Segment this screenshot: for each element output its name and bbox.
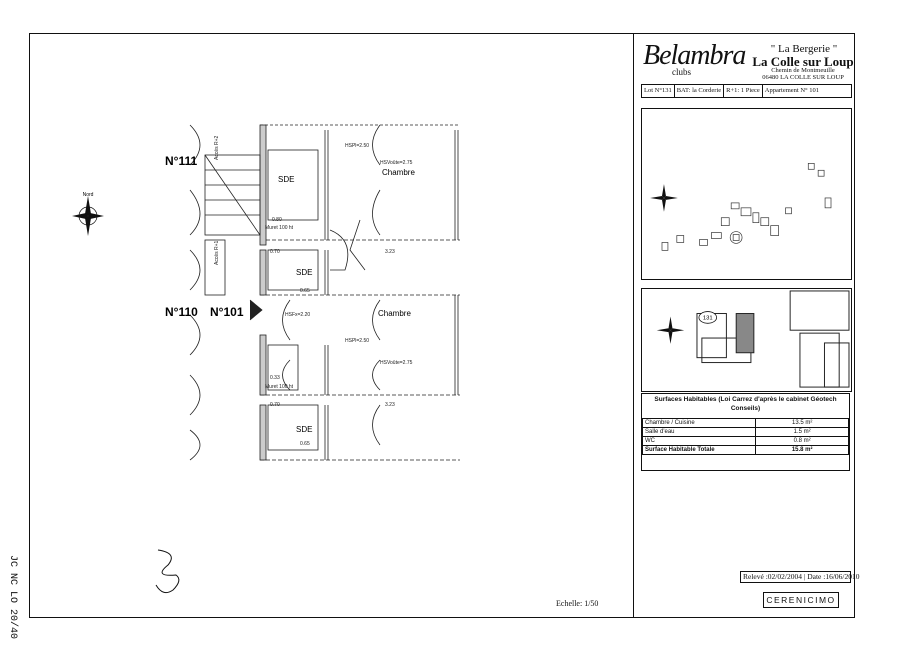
dim-065-1: 0.65 bbox=[300, 288, 310, 294]
surfaces-title: Surfaces Habitables (Loi Carrez d'après … bbox=[654, 396, 837, 412]
dim-hspl-2: HSPl=2.50 bbox=[345, 338, 369, 344]
unit-label-101: N°101 bbox=[210, 305, 244, 319]
company-logo: CERENICIMO bbox=[763, 592, 839, 608]
table-row: Salle d'eau 1.5 m² bbox=[641, 427, 849, 437]
floor-plan: N°111 N°110 N°101 SDE SDE SDE Chambre Ch… bbox=[165, 124, 460, 461]
plan-date: Date :16/06/2010 bbox=[807, 572, 860, 581]
room-sde-2: SDE bbox=[296, 268, 312, 277]
brand-sub: clubs bbox=[672, 67, 691, 77]
building-name: BAT: la Corderie bbox=[675, 85, 725, 97]
site-map bbox=[641, 108, 852, 280]
project-name: La Colle sur Loup bbox=[752, 54, 854, 69]
signature-icon bbox=[155, 549, 180, 594]
scale-label: Echelle: 1/50 bbox=[556, 599, 599, 608]
room-chambre-1: Chambre bbox=[382, 168, 415, 177]
room-sde-3: SDE bbox=[296, 425, 312, 434]
dim-065-2: 0.65 bbox=[300, 441, 310, 447]
dim-hsfx: HSFx=2.20 bbox=[285, 312, 310, 318]
drawing-frame bbox=[29, 33, 855, 618]
unit-label-110: N°110 bbox=[165, 305, 198, 319]
dim-323-1: 3.23 bbox=[385, 249, 395, 255]
map-lot-label: 131 bbox=[703, 315, 713, 321]
brand-logo: Belambra bbox=[643, 40, 746, 71]
floor-info: R+1: 1 Piece bbox=[724, 85, 763, 97]
north-arrow-icon: Nord bbox=[72, 192, 104, 236]
dim-070-1: 0.70 bbox=[270, 249, 280, 255]
project-address-line2: 06480 LA COLLE SUR LOUP bbox=[762, 74, 844, 81]
dim-070-2: 0.70 bbox=[270, 402, 280, 408]
muret-label-1: Muret 100 ht bbox=[265, 225, 294, 231]
apartment-number: Appartement N° 101 bbox=[764, 87, 820, 94]
dim-hsvoute-1: HSVoûte=2.75 bbox=[380, 160, 413, 166]
side-note: JC NC LO 20/40 bbox=[7, 555, 18, 640]
table-row-total: Surface Habitable Totale 15.8 m² bbox=[641, 445, 849, 455]
table-row: WC 0.8 m² bbox=[641, 436, 849, 446]
location-map: 131 bbox=[641, 288, 852, 392]
dates-box: Relevé :02/02/2004 | Date :16/06/2010 bbox=[740, 571, 860, 583]
muret-label-2: Muret 100 ht bbox=[265, 384, 294, 390]
svg-text:Nord: Nord bbox=[83, 192, 94, 198]
lot-info-row: Lot N°131 BAT: la Corderie R+1: 1 Piece … bbox=[641, 84, 852, 98]
acces-r1: Accès R+1 bbox=[214, 240, 220, 265]
lot-number: Lot N°131 bbox=[642, 85, 675, 97]
project-title: " La Bergerie " bbox=[770, 43, 838, 55]
releve-date: Relevé :02/02/2004 bbox=[743, 572, 802, 581]
surfaces-table: Surfaces Habitables (Loi Carrez d'après … bbox=[641, 393, 850, 471]
titleblock-divider bbox=[633, 33, 634, 618]
room-sde-1: SDE bbox=[278, 175, 294, 184]
acces-r2: Accès R+2 bbox=[214, 135, 220, 160]
room-chambre-2: Chambre bbox=[378, 309, 411, 318]
unit-label-111: N°111 bbox=[165, 154, 197, 168]
table-row: Chambre / Cuisine 13.5 m² bbox=[641, 418, 849, 428]
dim-080: 0.80 bbox=[272, 217, 282, 223]
dim-323-2: 3.23 bbox=[385, 402, 395, 408]
project-address-line1: Chemin de Montmeuille bbox=[771, 67, 835, 74]
dim-hspl-1: HSPl=2.50 bbox=[345, 143, 369, 149]
dim-hsvoute-2: HSVoûte=2.75 bbox=[380, 360, 413, 366]
dim-033: 0.33 bbox=[270, 375, 280, 381]
